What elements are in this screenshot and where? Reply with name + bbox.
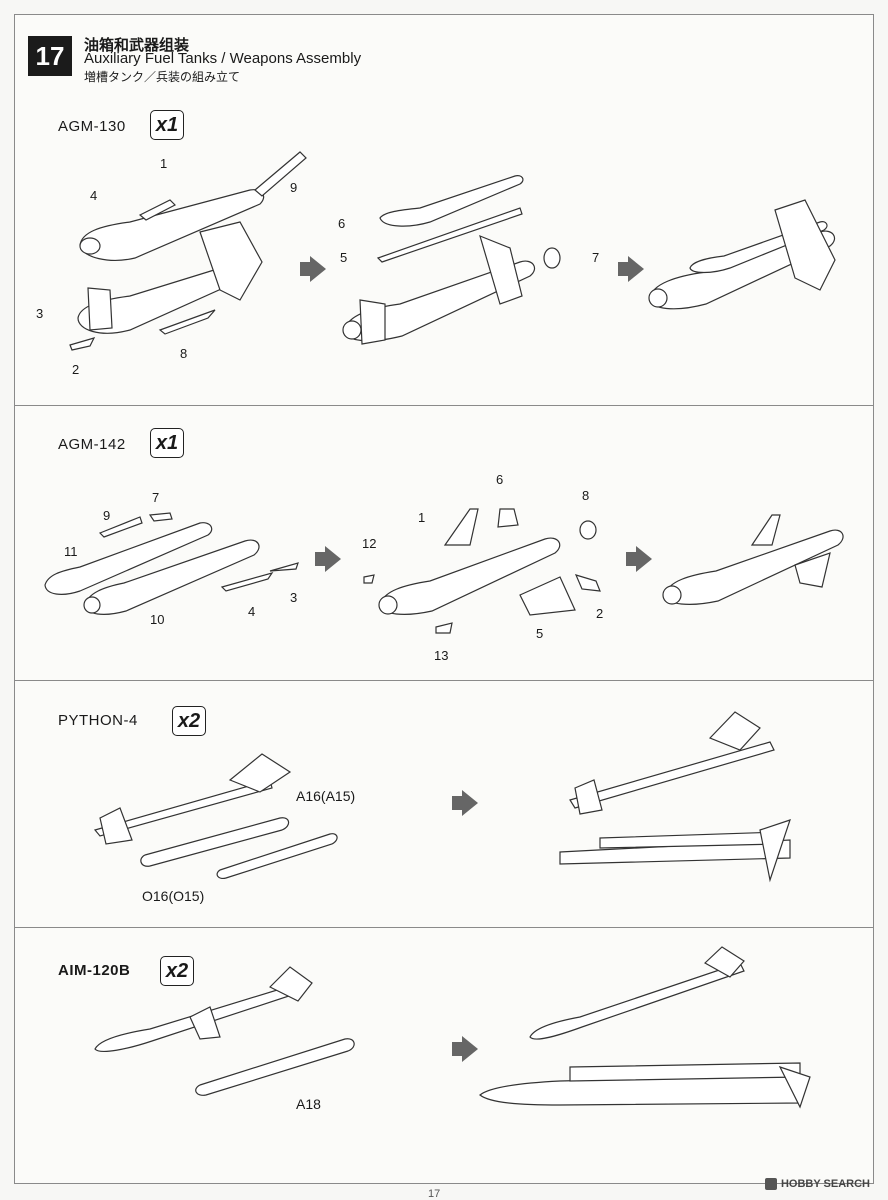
title-chinese: 油箱和武器组装 <box>84 37 190 54</box>
agm142-assembly-drawing <box>44 508 844 634</box>
section-divider <box>14 680 874 681</box>
aim120b-assembly-drawing <box>94 946 811 1109</box>
title-english: Auxiliary Fuel Tanks / Weapons Assembly <box>84 50 362 67</box>
part-label-o16: O16(O15) <box>142 888 205 904</box>
callout-13: 13 <box>434 648 449 663</box>
callout-3: 3 <box>36 306 44 321</box>
quantity-badge-python4: x2 <box>172 706 206 736</box>
callout-1: 1 <box>418 510 426 525</box>
section-title-agm130: AGM-130 <box>58 118 126 135</box>
callout-9: 9 <box>290 180 298 195</box>
section-divider <box>14 405 874 406</box>
callout-4: 4 <box>248 604 256 619</box>
callout-12: 12 <box>362 536 377 551</box>
step-arrow-icon <box>626 546 652 572</box>
callout-5: 5 <box>536 626 544 641</box>
callout-3: 3 <box>290 590 298 605</box>
callout-6: 6 <box>338 216 346 231</box>
quantity-badge-agm142: x1 <box>150 428 184 458</box>
callout-5: 5 <box>340 250 348 265</box>
step-arrow-icon <box>618 256 644 282</box>
python4-assembly-drawing <box>93 711 791 883</box>
section-title-python4: PYTHON-4 <box>58 712 138 729</box>
section-title-aim120b: AIM-120B <box>58 962 131 979</box>
section-title-agm142: AGM-142 <box>58 436 126 453</box>
callout-4: 4 <box>90 188 98 203</box>
callout-10: 10 <box>150 612 165 627</box>
step-arrow-icon <box>452 1036 478 1062</box>
callout-2: 2 <box>72 362 80 377</box>
step-arrow-icon <box>452 790 478 816</box>
hobby-search-watermark: HOBBY SEARCH <box>764 1178 870 1190</box>
watermark-logo-icon <box>764 1178 777 1190</box>
section-divider <box>14 927 874 928</box>
callout-9: 9 <box>103 508 111 523</box>
title-japanese: 増槽タンク／兵装の組み立て <box>84 70 241 84</box>
page-number: 17 <box>428 1188 441 1200</box>
callout-2: 2 <box>596 606 604 621</box>
callout-7: 7 <box>152 490 160 505</box>
callout-1: 1 <box>160 156 168 171</box>
part-label-a18: A18 <box>296 1096 321 1112</box>
callout-6: 6 <box>496 472 504 487</box>
quantity-badge-aim120b: x2 <box>160 956 194 986</box>
agm130-assembly-drawing <box>69 151 836 351</box>
callout-8: 8 <box>180 346 188 361</box>
callout-7: 7 <box>592 250 600 265</box>
quantity-badge-agm130: x1 <box>150 110 184 140</box>
step-arrow-icon <box>300 256 326 282</box>
part-label-a16: A16(A15) <box>296 788 356 804</box>
step-number-badge: 17 <box>28 36 72 76</box>
callout-11: 11 <box>64 544 78 559</box>
step-arrow-icon <box>315 546 341 572</box>
callout-8: 8 <box>582 488 590 503</box>
